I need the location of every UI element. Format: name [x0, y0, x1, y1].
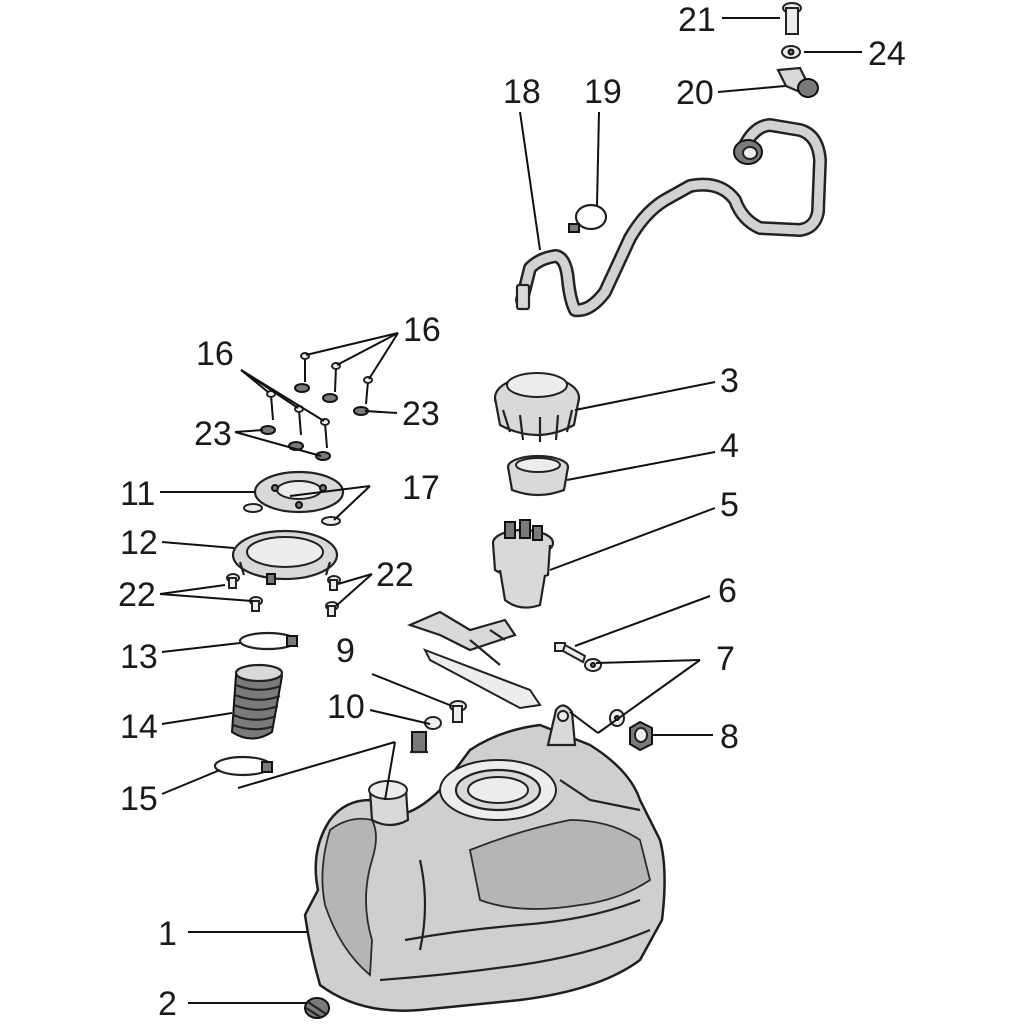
screw-22c [327, 575, 341, 591]
callout-23-right: 23 [402, 395, 440, 433]
screw-22b [249, 596, 263, 612]
hose-clamp-13 [238, 631, 298, 651]
callout-16-right: 16 [403, 311, 441, 349]
callout-18: 18 [503, 73, 541, 111]
fuel-pump [406, 519, 555, 710]
screw-17a [243, 503, 263, 513]
callout-10: 10 [327, 688, 365, 726]
leader-lines [159, 17, 862, 1004]
callout-labels: 1 2 3 4 5 6 7 8 9 10 11 12 13 14 15 16 1… [118, 1, 906, 1023]
callout-17: 17 [402, 469, 440, 507]
callout-14: 14 [120, 708, 158, 746]
callout-22-left: 22 [118, 576, 156, 614]
washer-23-set [260, 383, 369, 461]
callout-9: 9 [336, 632, 355, 670]
hose-clamp-15 [213, 755, 273, 777]
bracket-20 [776, 66, 819, 98]
bolt-6 [554, 642, 587, 664]
callout-12: 12 [120, 524, 158, 562]
callout-7: 7 [716, 640, 735, 678]
callout-11: 11 [120, 475, 155, 513]
callout-1: 1 [158, 915, 177, 953]
callout-3: 3 [720, 362, 739, 400]
lock-ring [493, 372, 581, 442]
callout-19: 19 [584, 73, 622, 111]
callout-5: 5 [720, 486, 739, 524]
bolt-9 [449, 700, 467, 723]
cover-plate [253, 470, 345, 514]
seal-ring [506, 454, 570, 497]
drain-plug [304, 997, 330, 1019]
callout-21: 21 [678, 1, 716, 39]
fuel-tank [303, 704, 666, 1012]
washer-24 [781, 45, 801, 59]
bolt-16e [331, 362, 341, 393]
callout-6: 6 [718, 572, 737, 610]
bolt-16a [266, 390, 276, 421]
callout-2: 2 [158, 985, 177, 1023]
callout-23-left: 23 [194, 415, 232, 453]
bolt-16c [320, 418, 330, 449]
bolt-21 [782, 2, 802, 35]
callout-13: 13 [120, 638, 158, 676]
nut-8 [629, 720, 653, 752]
washer-7a [584, 658, 602, 672]
callout-16-left: 16 [196, 335, 234, 373]
filler-hose-14 [230, 663, 284, 740]
callout-20: 20 [676, 74, 714, 112]
fuel-line-18 [515, 118, 827, 318]
callout-24: 24 [868, 35, 906, 73]
screw-22d [325, 601, 339, 617]
callout-15: 15 [120, 780, 158, 818]
callout-22-right: 22 [376, 556, 414, 594]
screw-22a [226, 573, 240, 589]
hose-clip-19 [568, 203, 608, 233]
callout-4: 4 [720, 427, 739, 465]
flange-ring [231, 529, 339, 586]
callout-8: 8 [720, 718, 739, 756]
bolt-16f [363, 376, 373, 405]
bolt-16d [300, 352, 310, 382]
bolt-16b [294, 405, 304, 436]
